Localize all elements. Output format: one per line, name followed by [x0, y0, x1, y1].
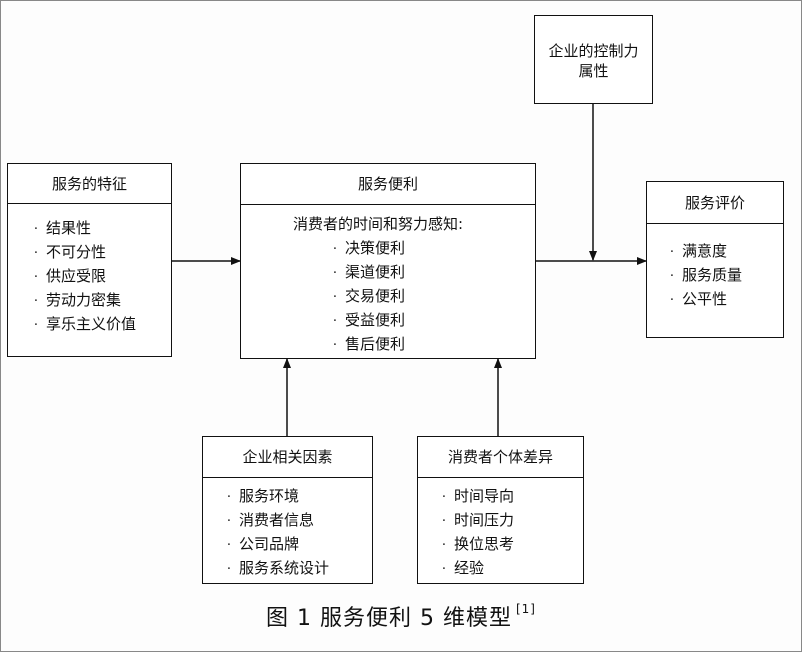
list-item: ·供应受限	[33, 267, 107, 285]
list-item: ·服务环境	[226, 487, 300, 505]
consumer-differences-list: ·时间导向 ·时间压力 ·换位思考 ·经验	[418, 478, 583, 581]
consumer-differences-title: 消费者个体差异	[418, 437, 583, 478]
figure-caption: 图 1 服务便利 5 维模型[1]	[0, 600, 802, 632]
enterprise-factors-title: 企业相关因素	[203, 437, 372, 478]
list-item: ·消费者信息	[226, 511, 315, 529]
service-evaluation-list: ·满意度 ·服务质量 ·公平性	[647, 224, 783, 312]
service-evaluation-box: 服务评价 ·满意度 ·服务质量 ·公平性	[646, 181, 784, 338]
enterprise-control-line1: 企业的控制力	[548, 42, 639, 60]
list-item: ·公司品牌	[226, 535, 300, 553]
list-item: ·服务系统设计	[226, 559, 330, 577]
caption-text: 图 1 服务便利 5 维模型	[266, 606, 512, 631]
service-convenience-title: 服务便利	[241, 164, 535, 205]
list-item: ·决策便利	[332, 239, 406, 257]
list-item: ·受益便利	[332, 311, 406, 329]
service-convenience-box: 服务便利 消费者的时间和努力感知: ·决策便利 ·渠道便利 ·交易便利 ·受益便…	[240, 163, 536, 359]
enterprise-factors-list: ·服务环境 ·消费者信息 ·公司品牌 ·服务系统设计	[203, 478, 372, 581]
list-item: ·时间导向	[441, 487, 515, 505]
list-item: ·享乐主义价值	[33, 315, 137, 333]
list-item: ·满意度	[669, 242, 728, 260]
list-item: ·换位思考	[441, 535, 515, 553]
service-features-title: 服务的特征	[8, 164, 171, 204]
caption-reference: [1]	[515, 602, 536, 616]
list-item: ·交易便利	[332, 287, 406, 305]
consumer-differences-box: 消费者个体差异 ·时间导向 ·时间压力 ·换位思考 ·经验	[417, 436, 584, 584]
service-convenience-list: ·决策便利 ·渠道便利 ·交易便利 ·受益便利 ·售后便利	[241, 235, 535, 357]
service-features-list: ·结果性 ·不可分性 ·供应受限 ·劳动力密集 ·享乐主义价值	[8, 204, 171, 337]
list-item: ·公平性	[669, 290, 728, 308]
list-item: ·渠道便利	[332, 263, 406, 281]
enterprise-control-line2: 属性	[578, 62, 609, 80]
list-item: ·劳动力密集	[33, 291, 122, 309]
list-item: ·经验	[441, 559, 485, 577]
service-convenience-subtitle: 消费者的时间和努力感知:	[292, 215, 464, 233]
service-evaluation-title: 服务评价	[647, 182, 783, 224]
service-features-box: 服务的特征 ·结果性 ·不可分性 ·供应受限 ·劳动力密集 ·享乐主义价值	[7, 163, 172, 357]
enterprise-control-box: 企业的控制力 属性	[534, 15, 653, 104]
list-item: ·结果性	[33, 219, 92, 237]
list-item: ·服务质量	[669, 266, 743, 284]
list-item: ·售后便利	[332, 335, 406, 353]
list-item: ·时间压力	[441, 511, 515, 529]
enterprise-factors-box: 企业相关因素 ·服务环境 ·消费者信息 ·公司品牌 ·服务系统设计	[202, 436, 373, 584]
list-item: ·不可分性	[33, 243, 107, 261]
